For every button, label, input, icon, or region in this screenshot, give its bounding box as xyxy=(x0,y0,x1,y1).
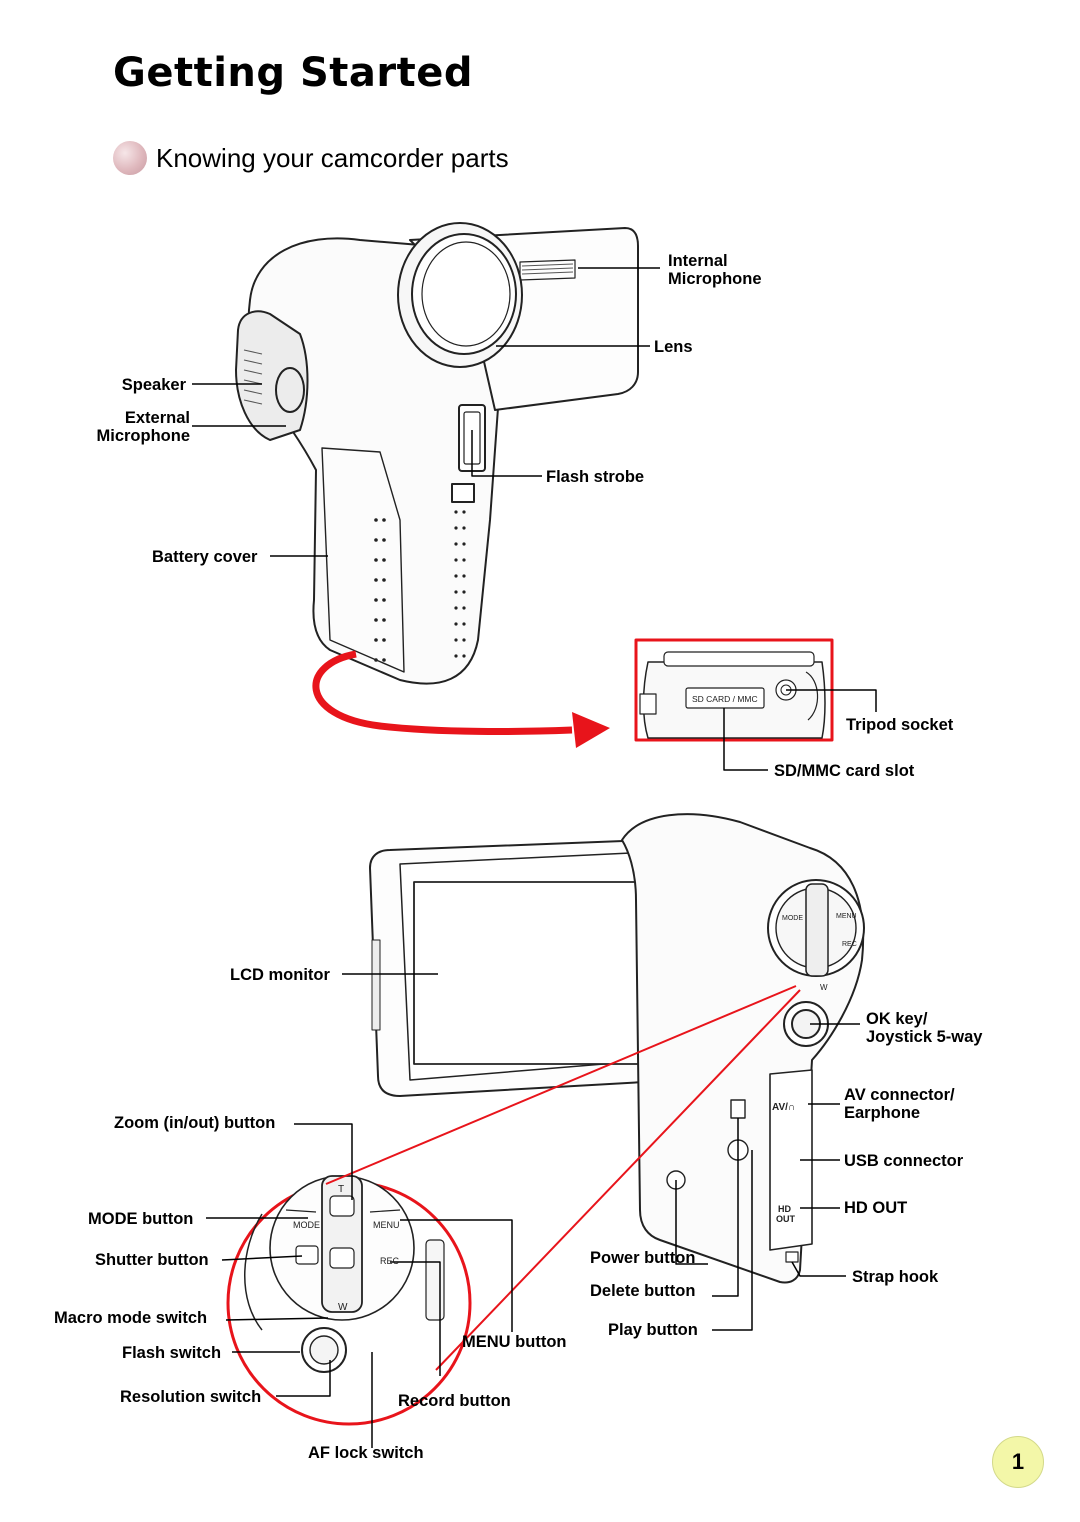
section-heading: Knowing your camcorder parts xyxy=(113,140,509,176)
label-strap-hook: Strap hook xyxy=(852,1268,939,1286)
label-zoom-button: Zoom (in/out) button xyxy=(114,1114,276,1132)
label-af-lock: AF lock switch xyxy=(308,1444,424,1462)
zoom-rec-marking: REC xyxy=(380,1256,400,1266)
menu-marking: MENU xyxy=(836,913,857,920)
label-battery-cover: Battery cover xyxy=(152,548,258,566)
label-tripod-socket: Tripod socket xyxy=(846,716,954,734)
hd-marking: HD xyxy=(778,1204,791,1214)
w-marking: W xyxy=(820,983,828,992)
page-title: Getting Started xyxy=(113,50,473,96)
label-menu-button: MENU button xyxy=(462,1333,567,1351)
label-lens: Lens xyxy=(654,338,693,356)
camcorder-side-illustration xyxy=(369,813,865,1284)
section-title: Knowing your camcorder parts xyxy=(156,142,509,173)
rec-marking: REC xyxy=(842,941,857,948)
label-sd-mmc-slot: SD/MMC card slot xyxy=(774,762,915,780)
label-speaker: Speaker xyxy=(121,376,186,394)
label-macro-switch: Macro mode switch xyxy=(54,1309,208,1327)
bullet-icon xyxy=(113,141,147,175)
label-ok-key: OK key/Joystick 5-way xyxy=(866,1010,983,1046)
zoom-t-marking: T xyxy=(338,1184,344,1195)
sd-card-marking: SD CARD / MMC xyxy=(692,694,758,704)
label-delete-button: Delete button xyxy=(590,1282,696,1300)
label-flash-strobe: Flash strobe xyxy=(546,468,645,486)
label-microphone: Microphone xyxy=(668,270,762,288)
label-record-button: Record button xyxy=(398,1392,511,1410)
label-shutter-button: Shutter button xyxy=(95,1251,209,1269)
out-marking: OUT xyxy=(776,1214,796,1224)
label-av-connector: AV connector/Earphone xyxy=(844,1086,955,1122)
label-power-button: Power button xyxy=(590,1249,696,1267)
zoom-mode-marking: MODE xyxy=(293,1220,320,1230)
label-mode-button: MODE button xyxy=(88,1210,194,1228)
label-internal: Internal xyxy=(668,252,728,270)
label-hd-out: HD OUT xyxy=(844,1199,908,1217)
label-usb-connector: USB connector xyxy=(844,1152,964,1170)
av-marking: AV/∩ xyxy=(772,1102,795,1113)
zoom-menu-marking: MENU xyxy=(373,1220,400,1230)
mode-marking: MODE xyxy=(782,915,803,922)
page-number: 1 xyxy=(1011,1449,1025,1474)
label-resolution-switch: Resolution switch xyxy=(120,1388,262,1406)
zoom-w-marking: W xyxy=(338,1302,348,1313)
label-lcd-monitor: LCD monitor xyxy=(230,966,330,984)
page-number-badge: 1 xyxy=(992,1436,1044,1488)
label-flash-switch: Flash switch xyxy=(122,1344,222,1362)
label-play-button: Play button xyxy=(608,1321,698,1339)
camcorder-front-illustration xyxy=(235,222,639,685)
control-panel-zoom xyxy=(244,1175,445,1373)
